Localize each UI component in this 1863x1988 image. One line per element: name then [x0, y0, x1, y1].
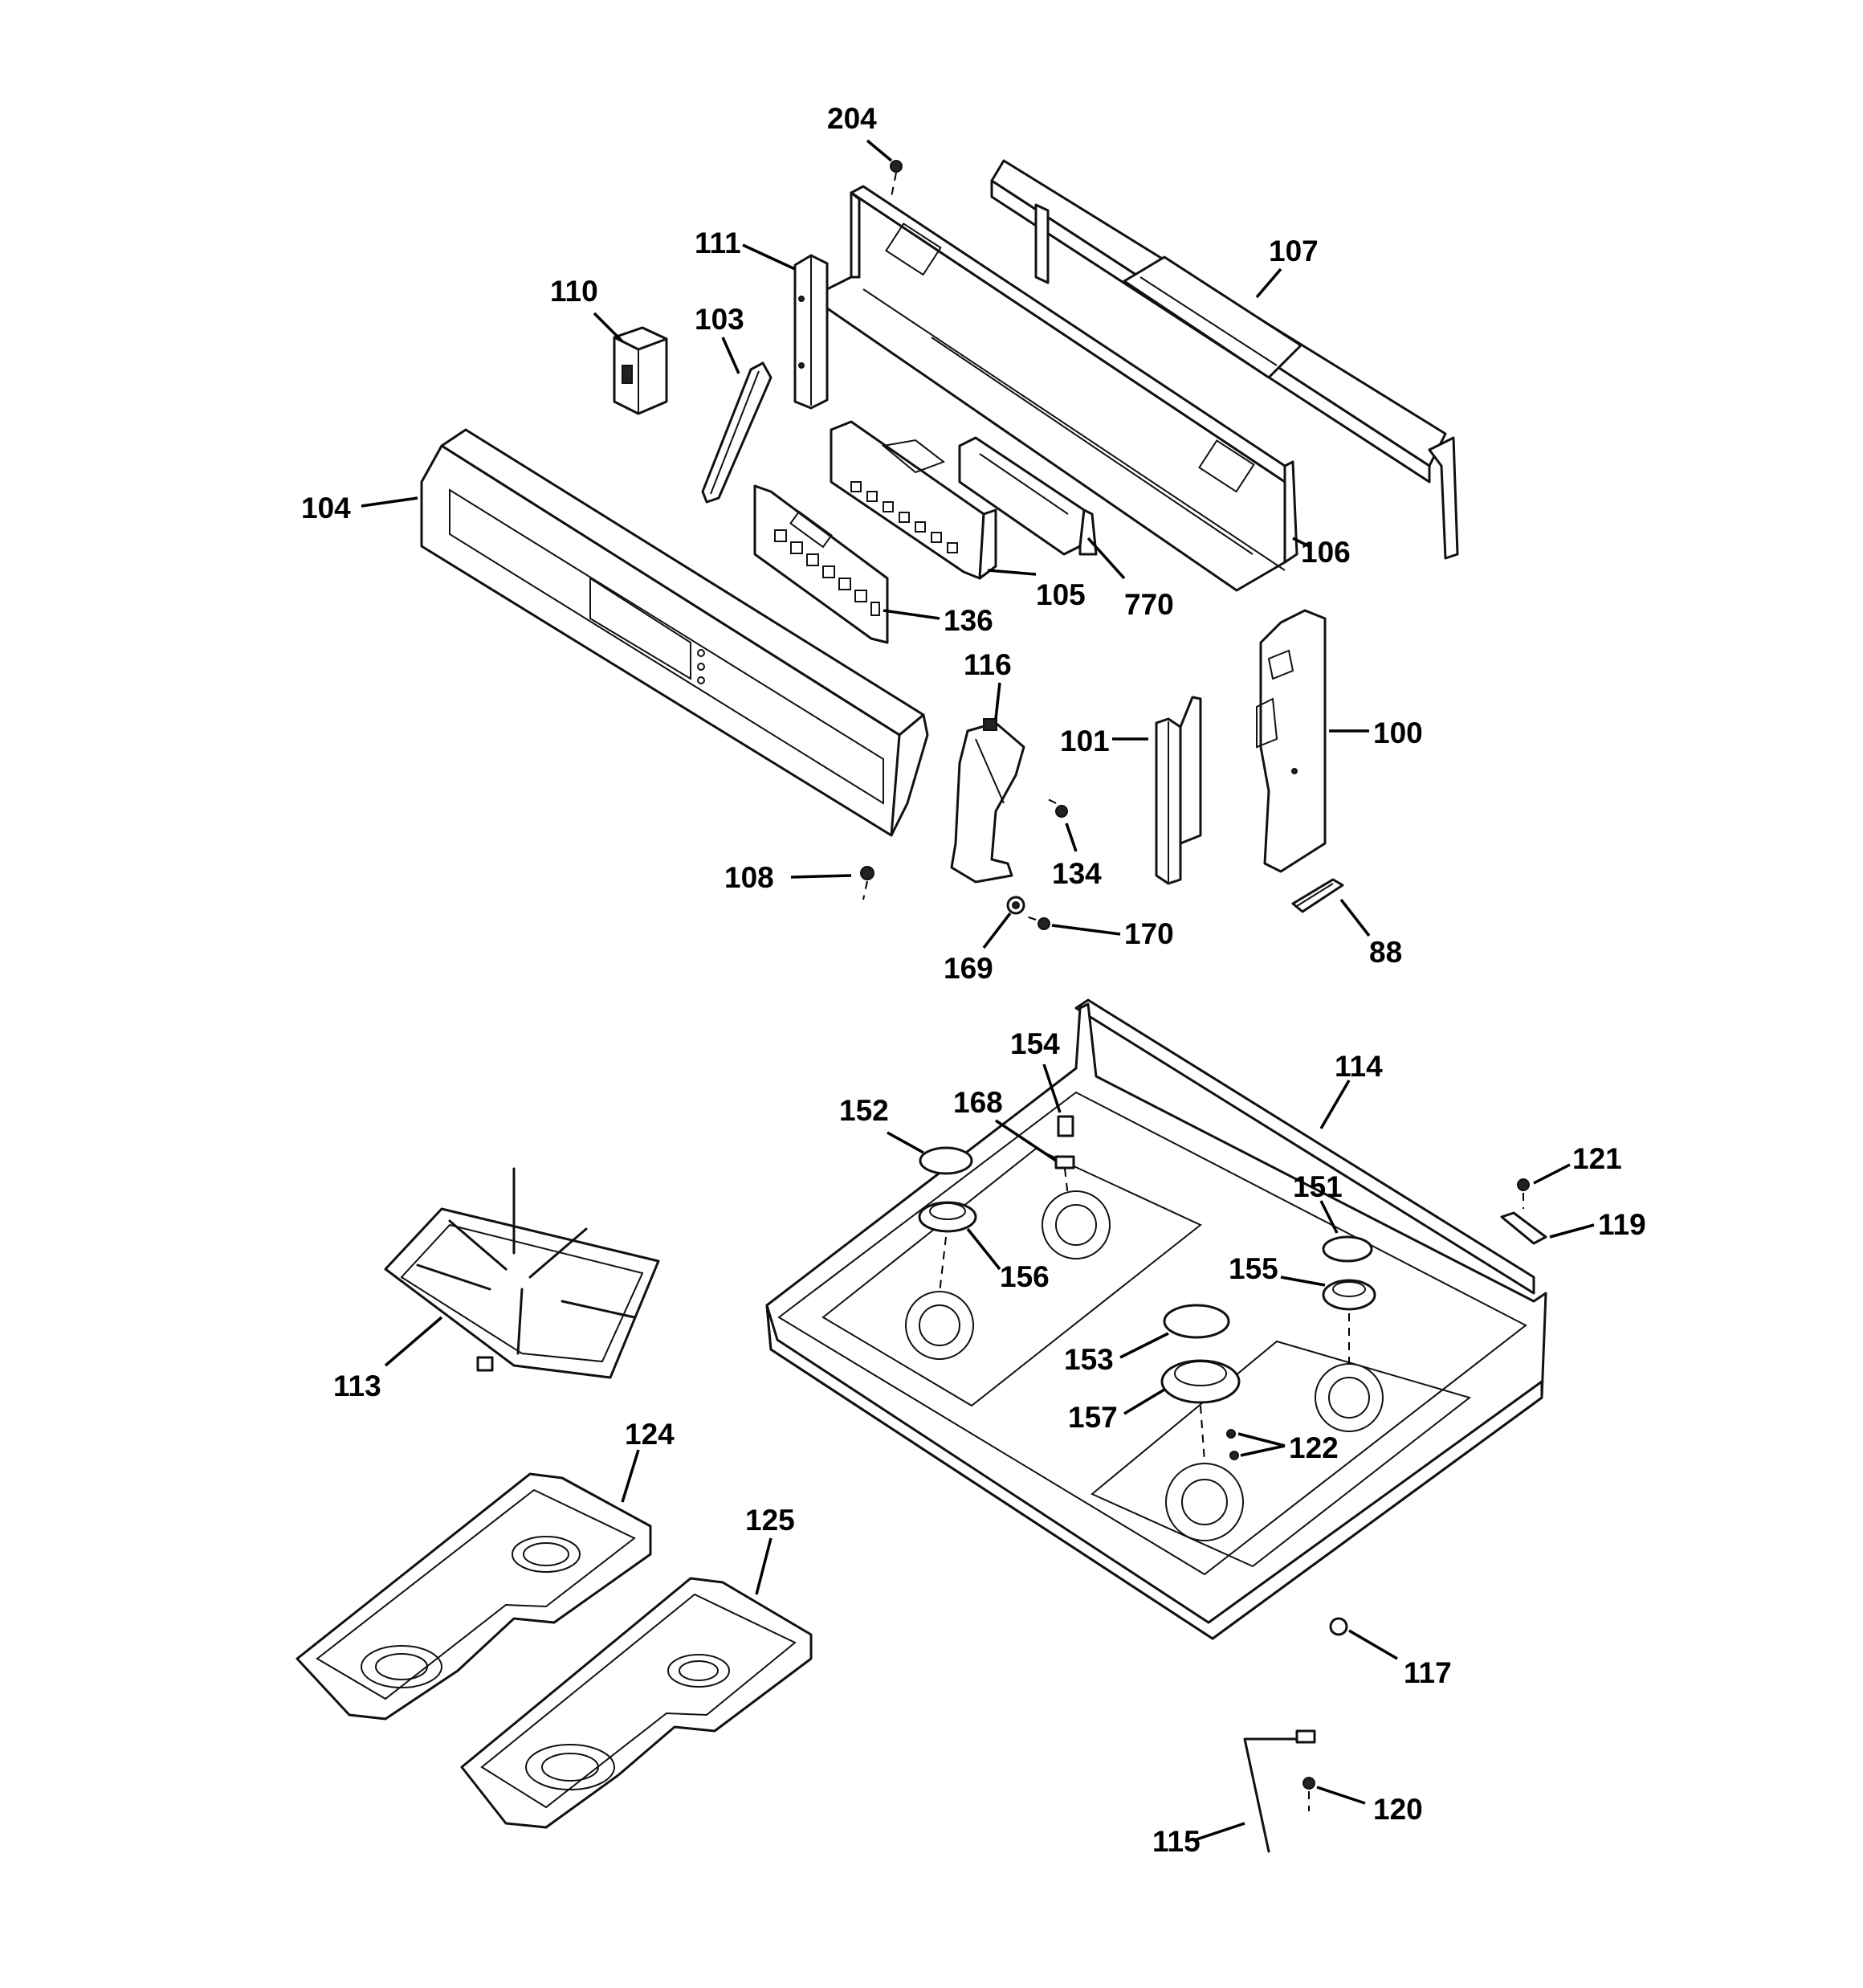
callout-116: 116 [964, 648, 1012, 681]
part-168-igniter [1054, 1155, 1075, 1198]
part-169-washer [1006, 896, 1025, 915]
callout-117: 117 [1404, 1656, 1452, 1689]
callout-120: 120 [1373, 1793, 1423, 1826]
part-204-screw [890, 160, 903, 198]
callout-152: 152 [839, 1094, 889, 1127]
part-170-screw [1023, 915, 1050, 930]
callout-108: 108 [724, 861, 774, 894]
callout-153: 153 [1064, 1343, 1114, 1376]
part-155-burner-head [1322, 1279, 1376, 1365]
part-770-cover [958, 436, 1098, 556]
part-108-screw [860, 866, 874, 900]
callout-111: 111 [695, 227, 741, 259]
callout-136: 136 [944, 604, 993, 637]
callout-134: 134 [1052, 857, 1102, 890]
part-105-control-board [830, 420, 997, 580]
part-88-bracket [1291, 878, 1344, 913]
callout-labels: 204 111 107 110 103 104 106 105 770 136 … [301, 102, 1646, 1858]
part-157-burner-head [1160, 1359, 1241, 1463]
part-153-burner-cap [1163, 1304, 1230, 1339]
callout-125: 125 [745, 1504, 795, 1537]
callout-103: 103 [695, 303, 744, 336]
part-115-rod [1243, 1729, 1316, 1853]
part-103-strap [701, 361, 773, 504]
callout-169: 169 [944, 952, 993, 985]
leader-lines [361, 139, 1595, 1841]
callout-121: 121 [1572, 1142, 1622, 1175]
callout-113: 113 [333, 1370, 381, 1402]
callout-100: 100 [1373, 716, 1423, 749]
callout-105: 105 [1036, 578, 1086, 611]
part-122-screws [1226, 1429, 1239, 1460]
callout-770: 770 [1124, 588, 1174, 621]
part-106-backguard [809, 185, 1298, 592]
part-101-bracket [1155, 696, 1202, 885]
callout-115: 115 [1152, 1825, 1201, 1858]
callout-101: 101 [1060, 725, 1110, 757]
callout-168: 168 [953, 1086, 1003, 1119]
callout-122: 122 [1289, 1431, 1339, 1464]
part-111-bracket [793, 254, 829, 410]
callout-110: 110 [550, 275, 598, 308]
part-120-screw [1302, 1777, 1315, 1811]
part-151-burner-cap [1322, 1235, 1373, 1263]
callout-119: 119 [1598, 1208, 1646, 1241]
callout-156: 156 [1000, 1260, 1050, 1293]
callout-124: 124 [625, 1418, 675, 1451]
part-134-screw [1047, 798, 1068, 818]
callout-104: 104 [301, 492, 351, 525]
part-100-end-panel [1256, 609, 1327, 873]
part-121-screw [1517, 1178, 1530, 1209]
part-104-control-panel [420, 428, 929, 837]
part-110-switch [613, 326, 668, 415]
part-136-overlay [753, 484, 889, 644]
part-154-orifice [1057, 1115, 1074, 1137]
callout-155: 155 [1229, 1252, 1278, 1285]
callout-204: 204 [827, 102, 877, 135]
callout-170: 170 [1124, 917, 1174, 950]
callout-107: 107 [1269, 235, 1319, 267]
part-152-burner-cap [919, 1146, 973, 1175]
callout-151: 151 [1293, 1170, 1343, 1203]
callout-106: 106 [1301, 536, 1351, 569]
part-117-nut [1329, 1617, 1348, 1636]
part-124-drip-pan [296, 1472, 652, 1721]
part-116-side-trim [950, 718, 1025, 884]
callout-157: 157 [1068, 1401, 1118, 1434]
part-156-burner-head [918, 1201, 977, 1294]
callout-154: 154 [1010, 1027, 1060, 1060]
callout-114: 114 [1335, 1050, 1383, 1083]
callout-88: 88 [1369, 936, 1402, 969]
part-119-bracket [1500, 1211, 1547, 1245]
part-113-grate [384, 1167, 660, 1379]
part-125-drip-pan [460, 1577, 813, 1829]
part-107-backguard-cap [990, 159, 1459, 560]
